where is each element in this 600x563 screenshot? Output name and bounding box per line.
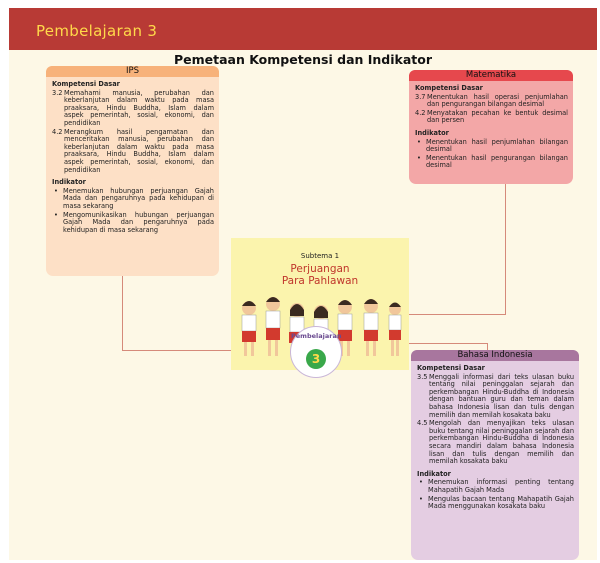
ips-kd-text: Memahami manusia, perubahan dan keberlan…	[64, 88, 214, 127]
subtema-title: Perjuangan Para Pahlawan	[231, 263, 409, 287]
matematika-indikator-item: • Menentukan hasil pengurangan bilangan …	[415, 153, 568, 170]
bahasa-kd-item: 4.5 Mengolah dan menyajikan teks ulasan …	[417, 419, 574, 466]
matematika-kd-number: 3.7	[415, 92, 426, 101]
matematika-heading: Matematika	[409, 70, 573, 81]
bullet: •	[419, 494, 423, 503]
matematika-indikator-item: • Menentukan hasil penjumlahan bilangan …	[415, 137, 568, 154]
subtema-title-line1: Perjuangan	[290, 263, 350, 275]
student-figure	[265, 297, 281, 356]
header-title: Pembelajaran 3	[36, 22, 158, 40]
ips-kd-item: 4.2 Merangkum hasil pengamatan dan mence…	[52, 127, 214, 175]
bahasa-kd-number: 3.5	[417, 372, 428, 381]
ips-box: IPS Kompetensi Dasar 3.2 Memahami manusi…	[46, 66, 219, 276]
ips-kd-item: 3.2 Memahami manusia, perubahan dan kebe…	[52, 88, 214, 128]
ips-kd-number: 4.2	[52, 127, 63, 136]
pembelajaran-badge: Pembelajaran 3	[290, 326, 342, 378]
matematika-kd-text: Menentukan hasil operasi penjumlahan dan…	[427, 92, 568, 109]
ips-indikator-item: • Menemukan hubungan perjuangan Gajah Ma…	[52, 186, 214, 211]
bahasa-kd-text: Menggali informasi dari teks ulasan buku…	[429, 372, 574, 419]
bullet: •	[419, 478, 423, 487]
ips-kd-number: 3.2	[52, 88, 63, 97]
ips-indikator-item: • Mengomunikasikan hubungan perjuangan G…	[52, 210, 214, 235]
subtema-title-line2: Para Pahlawan	[281, 274, 359, 287]
bahasa-indikator-text: Menemukan informasi penting tentang Maha…	[428, 478, 574, 494]
ips-kd-title: Kompetensi Dasar	[52, 80, 120, 88]
bahasa-indonesia-box: Bahasa Indonesia Kompetensi Dasar 3.5 Me…	[411, 350, 579, 560]
ips-indikator-text: Mengomunikasikan hubungan perjuangan Gaj…	[63, 210, 214, 234]
ips-indikator-text: Menemukan hubungan perjuangan Gajah Mada…	[63, 186, 214, 210]
student-figure	[337, 300, 353, 356]
subtema-label: Subtema 1	[300, 252, 340, 260]
matematika-kd-title: Kompetensi Dasar	[415, 84, 483, 92]
student-figure	[241, 301, 257, 356]
badge-label: Pembelajaran	[291, 332, 342, 340]
connector-bin-vertical	[487, 343, 488, 351]
ips-indikator-title: Indikator	[52, 178, 86, 187]
connector-mat-horizontal	[407, 314, 506, 315]
matematika-indikator-text: Menentukan hasil penjumlahan bilangan de…	[426, 137, 568, 154]
bahasa-indonesia-heading: Bahasa Indonesia	[411, 350, 579, 361]
bahasa-indikator-text: Mengulas bacaan tentang Mahapatih Gajah …	[428, 494, 574, 511]
matematika-kd-number: 4.2	[415, 108, 426, 117]
matematika-indikator-text: Menentukan hasil pengurangan bilangan de…	[426, 153, 568, 170]
student-figure	[388, 302, 402, 356]
connector-ips-horizontal	[122, 350, 242, 351]
bahasa-indikator-title: Indikator	[417, 469, 451, 478]
matematika-kd-text: Menyatakan pecahan ke bentuk desimal dan…	[427, 108, 568, 125]
matematika-box: Matematika Kompetensi Dasar 3.7 Menentuk…	[409, 70, 573, 184]
page-title: Pemetaan Kompetensi dan Indikator	[173, 52, 433, 67]
connector-ips-vertical	[122, 276, 123, 351]
matematika-kd-item: 4.2 Menyatakan pecahan ke bentuk desimal…	[415, 108, 568, 125]
bullet: •	[417, 137, 421, 146]
ips-kd-text: Merangkum hasil pengamatan dan mencerita…	[64, 127, 214, 174]
bahasa-kd-title: Kompetensi Dasar	[417, 364, 485, 372]
bahasa-kd-item: 3.5 Menggali informasi dari teks ulasan …	[417, 372, 574, 420]
badge-number: 3	[306, 349, 326, 369]
students-illustration	[241, 297, 402, 356]
page-header: Pembelajaran 3	[9, 8, 597, 50]
content-area: Pemetaan Kompetensi dan Indikator IPS Ko…	[9, 50, 597, 560]
matematika-kd-item: 3.7 Menentukan hasil operasi penjumlahan…	[415, 92, 568, 109]
bahasa-indikator-item: • Menemukan informasi penting tentang Ma…	[417, 478, 574, 494]
bahasa-indikator-item: • Mengulas bacaan tentang Mahapatih Gaja…	[417, 494, 574, 511]
bullet: •	[54, 186, 58, 195]
ips-heading: IPS	[46, 66, 219, 77]
bullet: •	[54, 210, 58, 219]
matematika-indikator-title: Indikator	[415, 128, 449, 137]
bahasa-kd-text: Mengolah dan menyajikan teks ulasan buku…	[429, 419, 574, 466]
student-figure	[363, 299, 379, 356]
bullet: •	[417, 153, 421, 162]
bahasa-kd-number: 4.5	[417, 419, 428, 428]
connector-mat-vertical	[505, 184, 506, 314]
connector-bin-horizontal	[407, 343, 487, 344]
